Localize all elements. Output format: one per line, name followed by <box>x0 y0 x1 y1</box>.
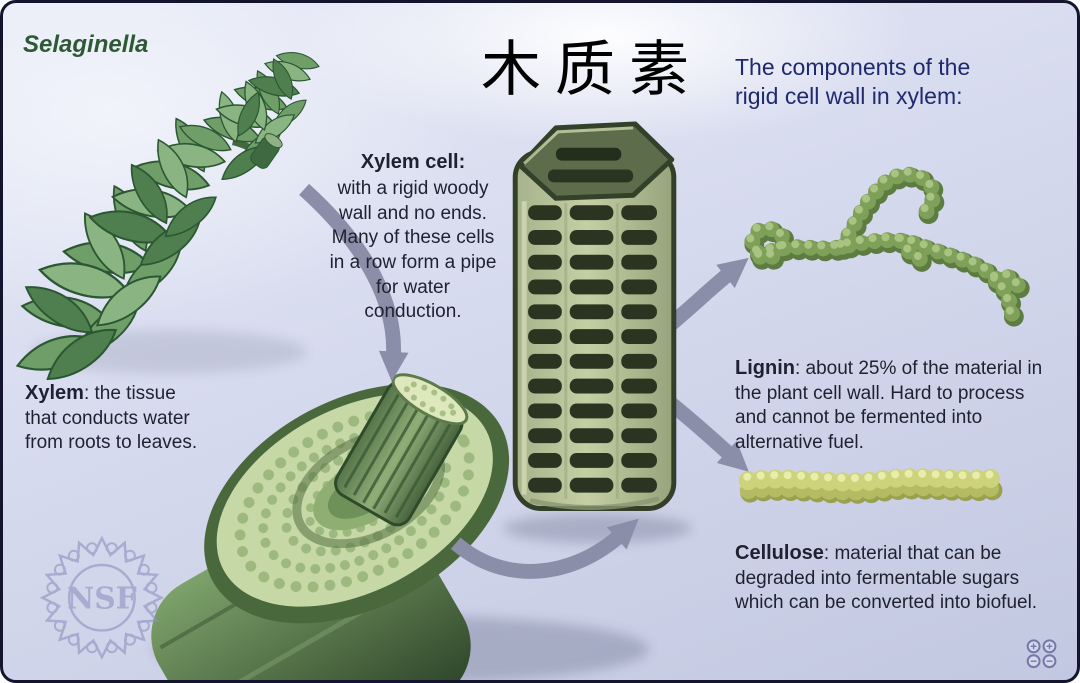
stem-cross-section-illustration <box>151 373 510 680</box>
cellulose-annotation: Cellulose: material that can be degraded… <box>735 540 1041 616</box>
lignin-molecule-illustration <box>750 172 1021 329</box>
components-heading: The components of the rigid cell wall in… <box>735 54 971 110</box>
xylem-annotation: Xylem: the tissue that conducts water fr… <box>25 380 201 456</box>
lignin-annotation: Lignin: about 25% of the material in the… <box>735 355 1061 456</box>
xylem-cell-desc: with a rigid woody wall and no ends. Man… <box>329 178 497 323</box>
lignin-desc: : about 25% of the material in the plant… <box>735 358 1043 454</box>
illustration-canvas: NSF <box>12 45 1057 680</box>
arrow-stem-to-xylem-cell <box>450 518 639 579</box>
page-title: 木质素 <box>481 35 703 105</box>
arrow-plant-to-stem <box>299 183 409 382</box>
nsf-logo-text: NSF <box>67 582 137 617</box>
xylem-desc: : the tissue that conducts water from ro… <box>25 383 198 454</box>
cellulose-desc: : material that can be degraded into fer… <box>735 543 1038 614</box>
xylem-term: Xylem <box>25 382 84 404</box>
cellulose-molecule-illustration <box>747 474 998 494</box>
nsf-logo: NSF <box>39 535 165 660</box>
xylem-cell-illustration <box>512 121 677 511</box>
selaginella-illustration <box>12 45 322 388</box>
lignin-term: Lignin <box>735 357 795 379</box>
xylem-cell-annotation: Xylem cell: with a rigid woody wall and … <box>328 149 498 325</box>
xylem-cell-term: Xylem cell: <box>360 151 466 173</box>
specimen-label: Selaginella <box>23 31 149 58</box>
cellulose-term: Cellulose <box>735 542 824 564</box>
artist-mark-icon <box>1026 639 1057 669</box>
